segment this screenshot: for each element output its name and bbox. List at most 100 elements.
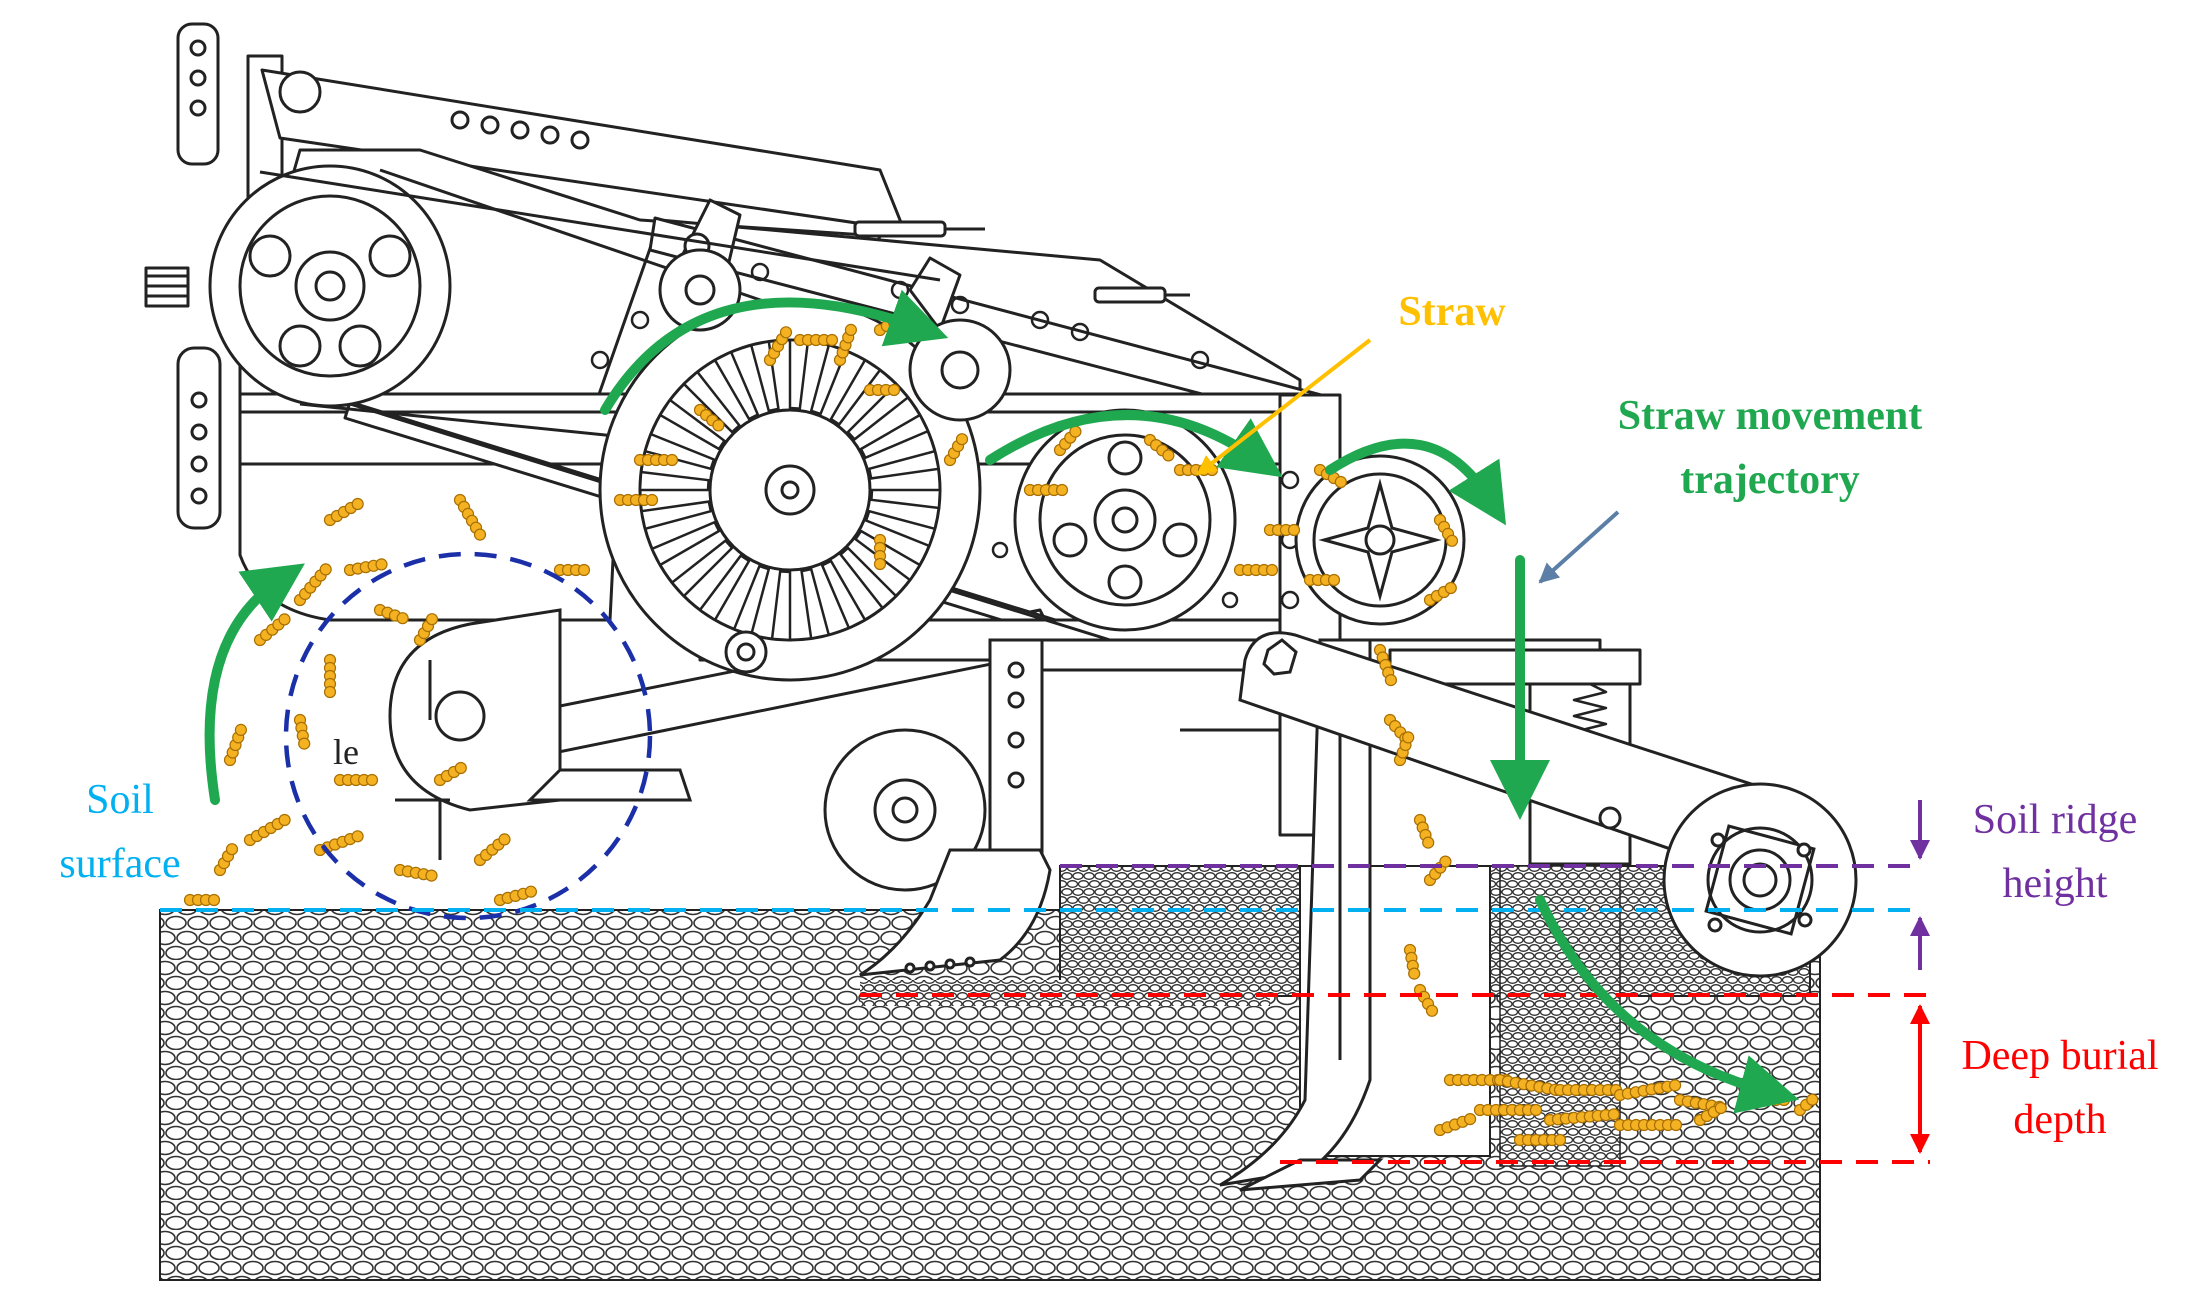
straw-bead xyxy=(454,761,467,775)
straw-bead xyxy=(319,563,332,576)
straw-bead xyxy=(425,869,438,882)
straw-bead xyxy=(207,893,221,907)
straw-bead xyxy=(1439,855,1452,868)
rotor-blade xyxy=(864,509,937,548)
straw-bead xyxy=(351,830,364,843)
straw-bead xyxy=(524,885,538,898)
straw-bead xyxy=(1463,1112,1477,1126)
depth-wheel xyxy=(724,630,987,892)
straw-bead xyxy=(234,723,247,737)
soil-surface-label-line2: surface xyxy=(59,841,181,887)
straw-label: Straw xyxy=(1398,289,1506,335)
straw-bead xyxy=(225,843,239,856)
trajectory-pointer xyxy=(1538,510,1620,584)
burial-depth-label-line1: Deep burial xyxy=(1961,1033,2159,1079)
rotor-blade xyxy=(867,449,940,480)
straw-bead xyxy=(844,323,858,336)
soil-surface-label-line1: Soil xyxy=(86,777,154,823)
straw-bead xyxy=(1445,534,1459,547)
straw-bead xyxy=(1408,967,1421,980)
trajectory-arrow-throw xyxy=(1325,438,1507,526)
straw-bead xyxy=(323,685,337,699)
rotor-blade xyxy=(682,370,742,434)
straw-bead xyxy=(665,453,679,467)
rotor-blade xyxy=(770,570,792,642)
trajectory-label-line2: trajectory xyxy=(1680,457,1860,503)
straw-bead xyxy=(425,613,439,626)
rotor-blade xyxy=(638,470,710,492)
straw-bead xyxy=(1529,1103,1543,1117)
burial-depth-label-line2: depth xyxy=(2013,1097,2107,1143)
cutter-sweep-circle xyxy=(283,551,653,921)
straw-trajectory-arrows xyxy=(204,289,1800,1114)
rotor-blade xyxy=(670,538,734,598)
straw-bead xyxy=(473,528,487,541)
straw-bead xyxy=(498,833,511,846)
straw-bead xyxy=(645,493,659,507)
straw-bead xyxy=(1607,1108,1620,1121)
straw-bead xyxy=(1422,836,1435,849)
straw-bead xyxy=(1265,563,1279,577)
straw-pointer xyxy=(1196,338,1372,476)
rotor-blade xyxy=(749,340,780,413)
straw-bead xyxy=(1553,1133,1567,1147)
trajectory-arrow-feed xyxy=(985,410,1283,478)
straw-bead xyxy=(278,813,291,827)
straw-bead xyxy=(825,333,839,347)
straw-bead xyxy=(712,419,725,432)
rotor-blade xyxy=(853,529,922,582)
rotor-blade xyxy=(732,564,771,637)
reference-lines xyxy=(160,551,1930,1164)
straw-bead xyxy=(955,433,969,446)
label-pointers xyxy=(1196,338,1620,584)
trajectory-arrow-bury xyxy=(1535,895,1800,1114)
straw-bead xyxy=(1668,1079,1682,1092)
rotor-blade xyxy=(650,520,721,567)
trajectory-arrow-rotor xyxy=(600,289,949,415)
shovel-tine xyxy=(859,638,1052,977)
cutter-blade-mark: le xyxy=(333,732,359,772)
rotor-blade xyxy=(859,413,930,460)
feed-pulley xyxy=(1013,408,1237,632)
straw-bead xyxy=(1669,1118,1683,1132)
rotor-blade xyxy=(870,488,942,510)
rotor-blade xyxy=(846,382,910,442)
straw-bead xyxy=(577,563,591,577)
straw-bead xyxy=(779,326,793,339)
press-wheel xyxy=(1662,782,1858,978)
straw-bead xyxy=(1777,1093,1791,1107)
rotor-blade xyxy=(698,553,751,622)
rotor-blade xyxy=(640,500,713,531)
ridge-height-label-line2: height xyxy=(2002,861,2108,907)
rotor-blade xyxy=(713,350,760,421)
front-cutter-arm xyxy=(388,608,693,860)
straw-bead xyxy=(1444,581,1457,595)
straw-bead xyxy=(1055,483,1069,497)
straw-bead xyxy=(1162,449,1175,462)
straw-bead xyxy=(298,737,311,750)
straw-bead xyxy=(1806,1093,1819,1106)
straw-bead xyxy=(1425,1004,1439,1017)
straw-bead xyxy=(873,557,887,571)
trajectory-arrow-pickup xyxy=(204,563,305,805)
rotor-blade xyxy=(800,567,831,640)
straw-bead xyxy=(1334,475,1347,489)
straw-bead xyxy=(375,558,388,571)
straw-bead xyxy=(365,773,379,787)
straw-bead xyxy=(887,383,901,397)
straw-bead xyxy=(1287,523,1301,537)
ridge-height-label-line1: Soil ridge xyxy=(1972,797,2138,843)
straw-bead xyxy=(1327,573,1341,587)
trajectory-label-line1: Straw movement xyxy=(1617,393,1923,439)
straw-bead xyxy=(351,497,364,511)
straw-bead xyxy=(396,612,409,625)
straw-bead xyxy=(1714,1101,1727,1115)
input-pulley xyxy=(208,164,452,408)
rotor-blade xyxy=(658,398,727,451)
straw-bead xyxy=(1402,731,1415,744)
straw-bead xyxy=(278,613,291,626)
rotor-blade xyxy=(820,559,867,630)
straw-bead xyxy=(1384,673,1398,687)
rotor-blade xyxy=(838,546,898,610)
